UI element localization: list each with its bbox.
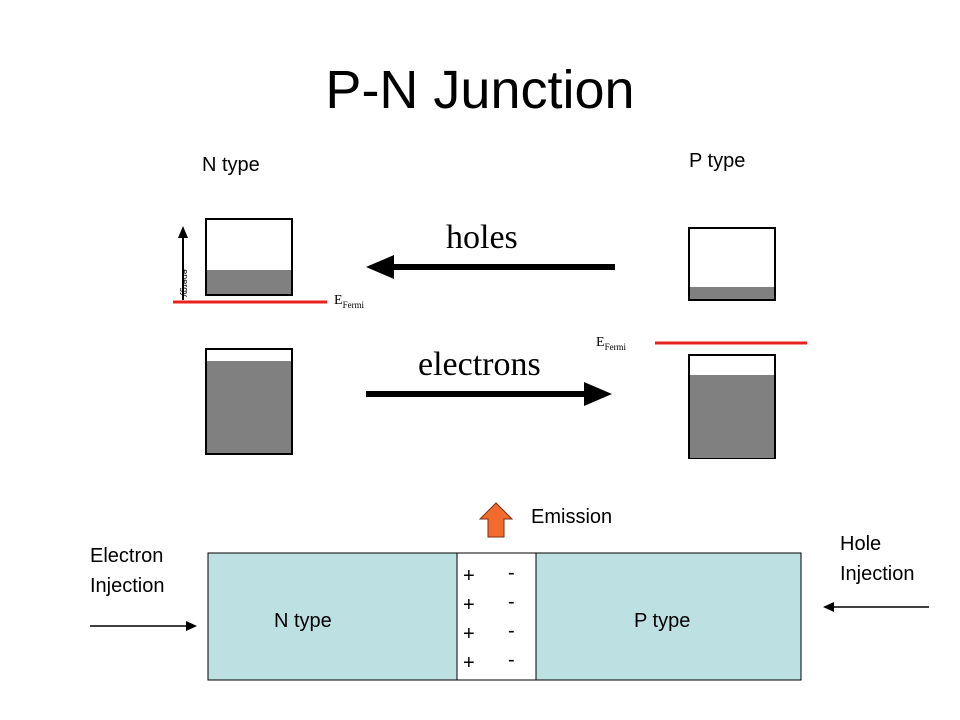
hole-injection-line-1: Hole <box>840 533 882 555</box>
plus-sign: + <box>463 652 475 674</box>
holes-label: holes <box>446 219 518 256</box>
n-fermi-label-main: E <box>334 293 343 308</box>
p-type-valence-band <box>688 354 776 459</box>
electron-injection-line-1: Electron <box>90 545 164 567</box>
p-type-conduction-band <box>688 227 776 301</box>
p-type-label: P type <box>689 150 746 172</box>
emission-label: Emission <box>531 506 613 528</box>
electrons-label: electrons <box>418 346 541 383</box>
n-fermi-label-sub: Fermi <box>342 299 365 310</box>
n-type-valence-band <box>205 348 293 455</box>
emission-arrow <box>478 502 514 538</box>
plus-sign: + <box>463 623 475 645</box>
electron-injection-label: Electron Injection <box>90 541 165 601</box>
p-fermi-label-sub: Fermi <box>604 341 627 352</box>
plus-sign: + <box>463 594 475 616</box>
hole-injection-label: Hole Injection <box>840 529 915 589</box>
holes-arrow <box>366 255 615 279</box>
energy-axis-arrowhead <box>178 226 188 238</box>
p-fermi-label: EFermi <box>596 335 626 355</box>
hole-injection-arrow <box>823 602 929 612</box>
hole-injection-line-2: Injection <box>840 563 915 585</box>
energy-axis-label: energy <box>180 269 190 297</box>
minus-sign: - <box>508 591 515 613</box>
n-type-conduction-band <box>205 218 293 296</box>
minus-sign: - <box>508 620 515 642</box>
page-title: P-N Junction <box>325 60 635 120</box>
minus-sign: - <box>508 562 515 584</box>
depletion-region <box>456 552 537 681</box>
plus-sign: + <box>463 565 475 587</box>
n-fermi-label: EFermi <box>334 293 364 313</box>
n-type-label: N type <box>202 154 260 176</box>
electron-injection-arrow <box>90 621 197 631</box>
electron-injection-line-2: Injection <box>90 575 165 597</box>
bottom-n-type-label: N type <box>274 610 332 632</box>
minus-sign: - <box>508 649 515 671</box>
p-fermi-label-main: E <box>596 335 605 350</box>
bottom-p-type-label: P type <box>634 610 691 632</box>
electrons-arrow <box>366 382 612 406</box>
